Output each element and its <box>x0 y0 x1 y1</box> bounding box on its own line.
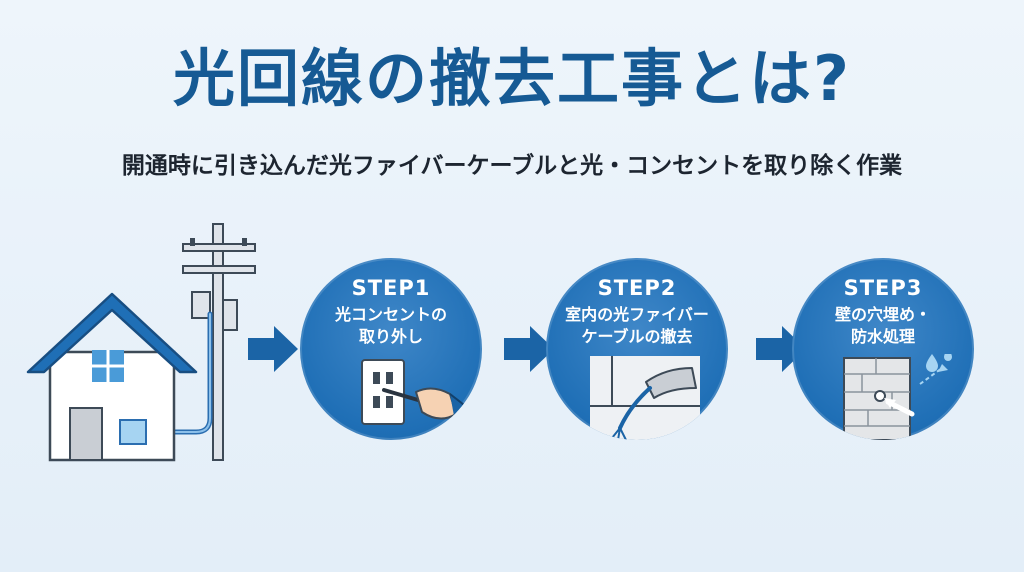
step-3-title: STEP3 <box>843 276 923 300</box>
step-2-circle: STEP2 室内の光ファイバー ケーブルの撤去 <box>546 258 728 440</box>
house-icon <box>26 292 198 462</box>
step-1-title: STEP1 <box>351 276 431 300</box>
step-1-description: 光コンセントの 取り外し <box>334 305 447 346</box>
step-2-title: STEP2 <box>597 276 677 300</box>
utility-pole-icon <box>182 223 256 461</box>
step-3-circle: STEP3 壁の穴埋め・ 防水処理 <box>792 258 974 440</box>
cable-removal-icon <box>590 356 700 440</box>
house-and-pole-illustration <box>26 223 256 462</box>
arrow-right-icon <box>504 326 554 372</box>
step-2-description: 室内の光ファイバー ケーブルの撤去 <box>565 305 709 346</box>
step-3-description: 壁の穴埋め・ 防水処理 <box>834 305 931 346</box>
arrow-right-icon <box>248 326 298 372</box>
wall-sealing-icon <box>843 354 952 440</box>
page-title: 光回線の撤去工事とは? <box>173 42 851 115</box>
page-subtitle: 開通時に引き込んだ光ファイバーケーブルと光・コンセントを取り除く作業 <box>121 153 903 179</box>
outlet-removal-icon <box>361 359 470 431</box>
step-1-circle: STEP1 光コンセントの 取り外し <box>300 258 482 440</box>
